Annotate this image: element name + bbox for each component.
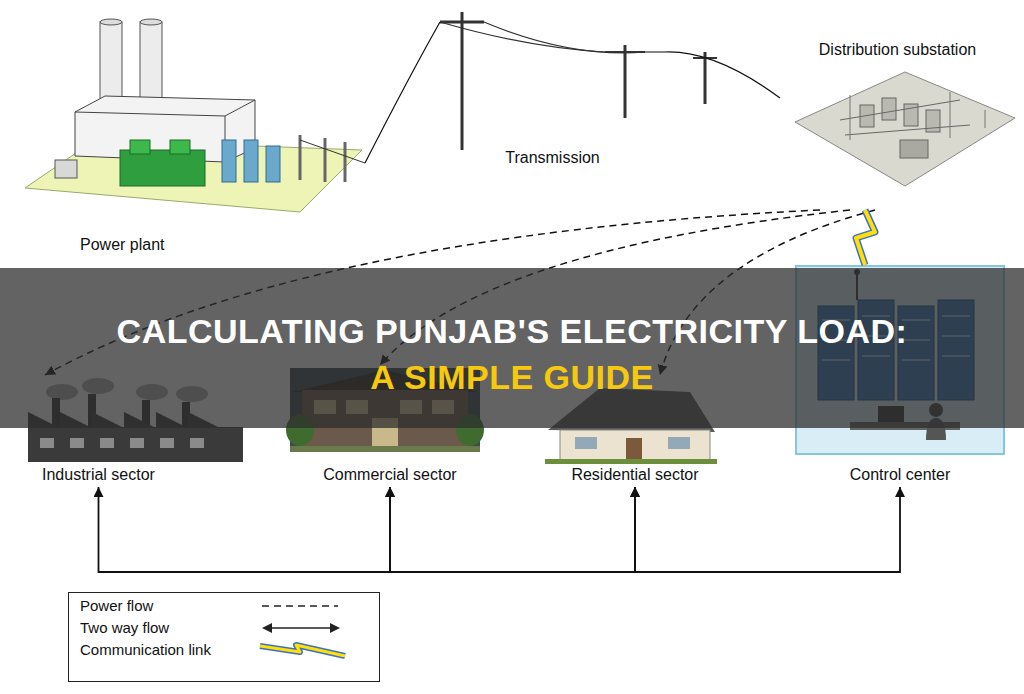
sector-node: Commercial sector [290,365,490,487]
legend-text: Communication link [80,639,211,661]
busbar [845,125,970,135]
wire [440,22,605,52]
legend-frame [69,593,380,682]
tank [55,160,77,178]
substation-yard [795,72,1015,186]
lawn [290,446,480,452]
communication-link [856,210,875,265]
power-plant-illustration [25,19,365,212]
factory-hall [28,427,243,462]
chimney-top [100,19,122,25]
generator [120,150,205,186]
window [40,438,54,448]
busbar [840,100,960,120]
gantry [985,110,986,128]
node-label: Residential sector [571,465,698,485]
legend-twoway-sample [268,627,334,629]
door [626,438,642,460]
post [344,142,347,182]
building-edge [225,100,255,116]
legend-text: Power flow [80,595,153,617]
chimney-top [140,19,162,25]
equipment [882,98,896,120]
window [70,438,84,448]
two-way-flow-line [390,487,635,572]
pole [624,45,627,118]
generator-part [130,140,150,154]
transmission-wire [665,52,780,98]
generator-part [170,140,190,154]
legend-arrowhead [330,623,340,633]
title-text: CALCULATING PUNJAB'S ELECTRICITY LOAD: [117,308,908,354]
window [190,438,204,448]
node-label: Transmission [505,148,600,168]
equipment [900,140,928,158]
sector-node: Residential sector [540,375,730,487]
two-way-flow-line [99,487,391,572]
gantry [850,95,851,140]
crossarm [440,21,484,24]
legend-text: Two way flow [80,617,169,639]
legend-dash-sample [262,605,338,607]
legend-box: Power flowTwo way flowCommunication link [68,595,380,681]
transmission-illustration [440,12,717,150]
sector-node: Industrial sector [20,375,250,487]
node-label: Commercial sector [323,465,456,485]
node-label: Power plant [80,235,165,255]
bolt-core [856,210,875,265]
two-way-flow-line [635,487,900,572]
wire [484,22,645,53]
substation-illustration [795,72,1015,186]
window [100,438,114,448]
post [324,138,327,182]
legend-arrowhead [262,623,272,633]
substation-node: Distribution substation [780,38,1015,210]
legend-row: Communication link [80,639,380,661]
power-plant-node: Power plant [20,15,365,257]
transformer [222,140,236,182]
transformer [266,146,280,182]
legend-bolt-outline [260,645,345,656]
transmission-node: Transmission [440,10,665,170]
node-label: Industrial sector [42,465,155,485]
title-banner: CALCULATING PUNJAB'S ELECTRICITY LOAD:A … [0,268,1024,428]
house-wall [560,430,710,460]
window [130,438,144,448]
node-label: Control center [850,465,951,485]
wire [300,140,365,163]
wire [645,51,665,52]
building-edge [75,112,225,116]
title-text: A SIMPLE GUIDE [370,354,653,400]
pole [461,12,464,150]
node-label: Distribution substation [819,40,976,60]
gantry [950,92,951,138]
transmission-wire [365,22,440,163]
pole [704,52,707,104]
bolt-outline [856,210,875,265]
lawn [545,459,717,464]
legend-row: Power flow [80,595,380,617]
legend-illustration [69,593,380,682]
legend-row: Two way flow [80,617,380,639]
control-center-node: Control center [795,265,1005,487]
window [160,438,174,448]
post [299,135,302,180]
window [668,437,690,449]
transformer [244,140,258,182]
legend-bolt [260,645,345,656]
window [575,437,597,449]
